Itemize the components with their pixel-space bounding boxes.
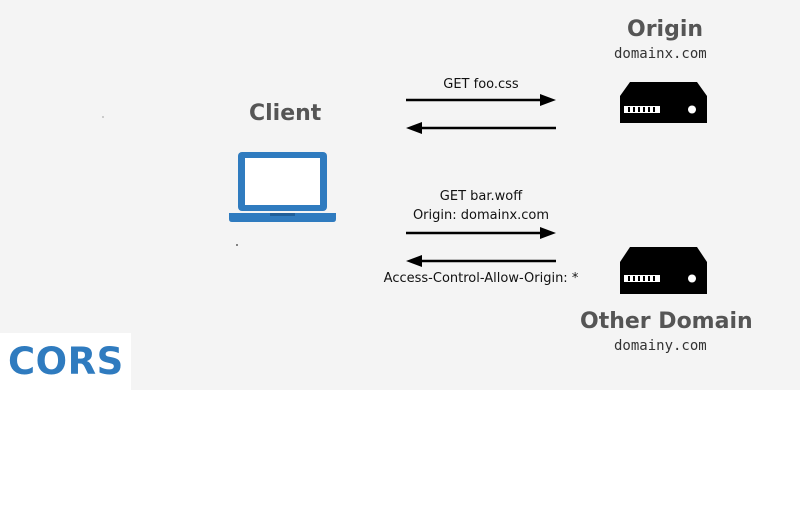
- origin-server-icon: [620, 82, 707, 123]
- diagram-canvas: Client Origin domainx.com Other Domain d…: [0, 0, 800, 390]
- other-domain-label: Other Domain: [580, 309, 753, 334]
- cors-title: CORS: [8, 340, 124, 383]
- caption-panel: [0, 333, 131, 391]
- request-label-origin-header: Origin: domainx.com: [412, 208, 550, 223]
- arrow-request-origin: [406, 94, 556, 106]
- diagram-graphics: [102, 82, 707, 294]
- arrow-request-other: [406, 227, 556, 239]
- arrow-response-origin: [406, 122, 556, 134]
- response-label-acao: Access-Control-Allow-Origin: *: [383, 271, 579, 286]
- laptop-icon: [229, 152, 336, 222]
- other-server-icon: [620, 247, 707, 294]
- origin-label: Origin: [627, 17, 704, 42]
- arrow-response-other: [406, 255, 556, 267]
- request-label-foo: GET foo.css: [443, 77, 519, 92]
- origin-domain: domainx.com: [614, 46, 707, 62]
- client-label: Client: [249, 101, 322, 126]
- other-domain-domain: domainy.com: [614, 338, 707, 354]
- request-label-bar: GET bar.woff: [439, 189, 523, 204]
